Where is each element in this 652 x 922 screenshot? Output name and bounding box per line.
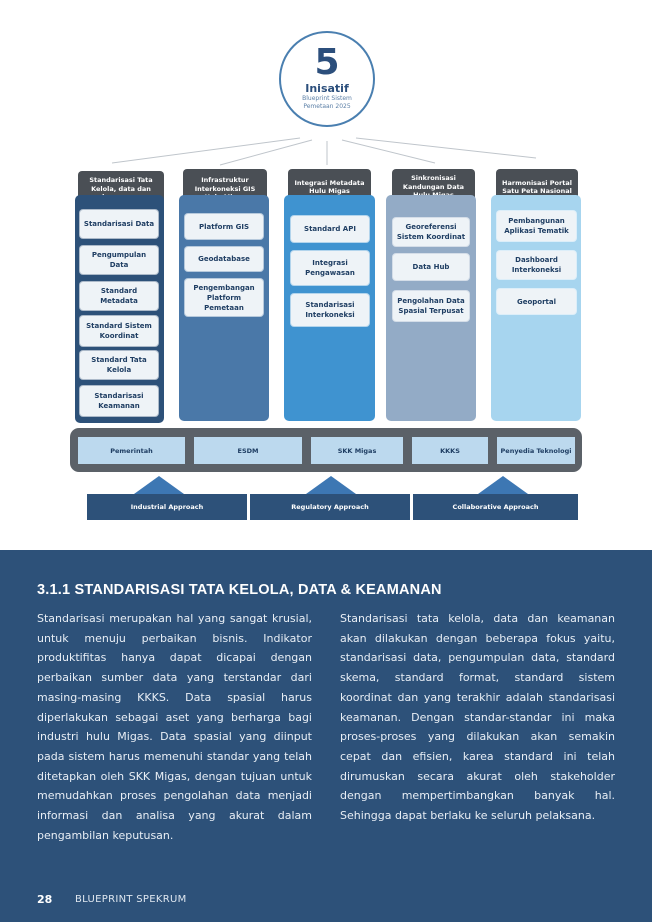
approach-industrial: Industrial Approach bbox=[87, 494, 247, 520]
column-item: Standard Sistem Koordinat bbox=[80, 316, 158, 346]
column-item: Standard Metadata bbox=[80, 282, 158, 310]
approach-regulatory: Regulatory Approach bbox=[250, 494, 410, 520]
paragraph-left: Standarisasi merupakan hal yang sangat k… bbox=[37, 612, 312, 842]
column-item: Standarisasi Interkoneksi bbox=[291, 294, 369, 326]
column-item: Standarisasi Keamanan bbox=[80, 386, 158, 416]
column-item: Pengembangan Platform Pemetaan bbox=[185, 279, 263, 316]
footer-title: BLUEPRINT SPEKRUM bbox=[75, 894, 187, 905]
column-item: Standard Tata Kelola bbox=[80, 351, 158, 379]
column-item: Data Hub bbox=[393, 254, 469, 280]
badge-subtitle-2: Pemetaan 2025 bbox=[303, 103, 351, 110]
badge-subtitle-1: Blueprint Sistem bbox=[302, 95, 352, 102]
stakeholder-skk-migas: SKK Migas bbox=[311, 437, 403, 464]
column-item: Pengolahan Data Spasial Terpusat bbox=[393, 291, 469, 321]
column-item: Standard API bbox=[291, 216, 369, 242]
column-item: Standarisasi Data bbox=[80, 210, 158, 238]
connector-lines bbox=[111, 137, 537, 166]
arrow-up-icon bbox=[134, 476, 184, 494]
initiative-badge: 5 Inisatif Blueprint Sistem Pemetaan 202… bbox=[279, 31, 375, 127]
column-item: Integrasi Pengawasan bbox=[291, 251, 369, 285]
column-item: Geodatabase bbox=[185, 247, 263, 271]
stakeholder-esdm: ESDM bbox=[194, 437, 302, 464]
column-item: Pembangunan Aplikasi Tematik bbox=[497, 211, 576, 241]
column-item: Geoportal bbox=[497, 289, 576, 314]
arrow-up-icon bbox=[306, 476, 356, 494]
text-section: 3.1.1 STANDARISASI TATA KELOLA, DATA & K… bbox=[0, 550, 652, 922]
column-item: Georeferensi Sistem Koordinat bbox=[393, 218, 469, 246]
stakeholder-pemerintah: Pemerintah bbox=[78, 437, 185, 464]
column-item: Pengumpulan Data bbox=[80, 246, 158, 274]
section-title: 3.1.1 STANDARISASI TATA KELOLA, DATA & K… bbox=[37, 582, 442, 598]
arrow-up-icon bbox=[478, 476, 528, 494]
page-number: 28 bbox=[37, 893, 53, 906]
badge-word: Inisatif bbox=[305, 82, 349, 95]
stakeholder-penyedia-teknologi: Penyedia Teknologi bbox=[497, 437, 575, 464]
initiative-diagram: 5 Inisatif Blueprint Sistem Pemetaan 202… bbox=[70, 31, 582, 520]
column-item: Platform GIS bbox=[185, 214, 263, 239]
stakeholder-kkks: KKKS bbox=[412, 437, 488, 464]
approach-collaborative: Collaborative Approach bbox=[413, 494, 578, 520]
paragraph-right: Standarisasi tata kelola, data dan keama… bbox=[340, 612, 615, 823]
column-item: Dashboard Interkoneksi bbox=[497, 251, 576, 279]
badge-number: 5 bbox=[314, 42, 340, 83]
